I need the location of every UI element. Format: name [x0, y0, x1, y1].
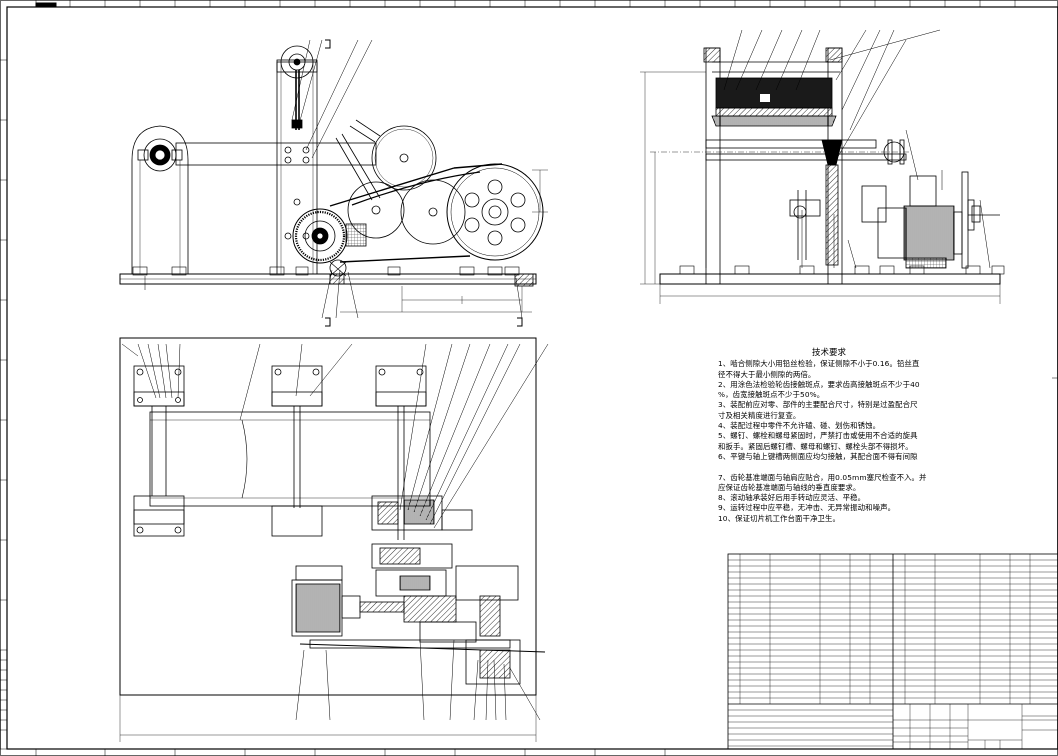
front-view: [119, 39, 548, 327]
side-view: [640, 29, 1005, 304]
technical-requirements: 技术要求 1、啮合侧隙大小用铅丝检验，保证侧隙不小于0.16。铅丝直 径不得大于…: [718, 348, 940, 524]
requirement-line: 8、滚动轴承装好后用手转动应灵活、平稳。: [718, 493, 866, 503]
requirement-line: 10、保证切片机工作台面干净卫生。: [718, 513, 840, 523]
requirement-line: 应保证齿轮基准端面与轴线的垂直度要求。: [718, 482, 861, 492]
requirement-line: 9、运转过程中应平稳，无冲击、无异常振动和噪声。: [718, 503, 896, 513]
requirement-line: 和扳手。紧固后螺钉槽、螺母和螺钉、螺栓头部不得损坏。: [718, 441, 913, 451]
requirement-line: 2、用涂色法检验轮齿接触斑点，要求齿高接触斑点不少于40: [718, 379, 920, 389]
requirement-line: 寸及相关精度进行复查。: [718, 410, 801, 420]
requirement-line: 3、装配前应对零、部件的主要配合尺寸，特别是过盈配合尺: [718, 400, 918, 410]
requirement-line: 径不得大于最小侧隙的两倍。: [718, 369, 816, 379]
requirement-line: 4、装配过程中零件不允许磕、碰、划伤和锈蚀。: [718, 421, 881, 431]
requirement-line: 1、啮合侧隙大小用铅丝检验，保证侧隙不小于0.16。铅丝直: [718, 359, 920, 369]
technical-requirements-title: 技术要求: [811, 348, 846, 358]
parts-list-table: [727, 553, 1058, 750]
top-view: [119, 337, 549, 742]
requirement-line: [718, 462, 940, 472]
requirement-line: 6、平键与轴上键槽两侧面应均匀接触，其配合面不得有间隙: [718, 451, 918, 461]
requirement-line: 7、齿轮基准端面与轴肩应贴合，用0.05mm塞尺检查不入。并: [718, 472, 927, 482]
requirement-line: 5、螺钉、螺栓和螺母紧固时，严禁打击或使用不合适的旋具: [718, 431, 918, 441]
requirement-line: %，齿宽接触斑点不少于50%。: [718, 390, 825, 400]
